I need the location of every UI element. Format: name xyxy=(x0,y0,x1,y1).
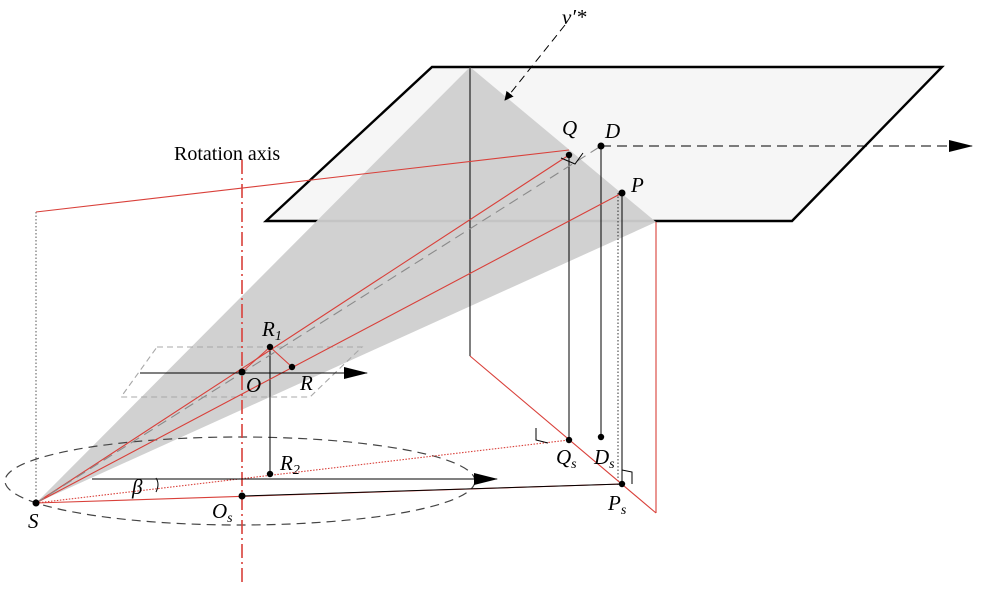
label-p: P xyxy=(630,173,644,197)
edge-o-r1 xyxy=(241,346,271,373)
point-os xyxy=(238,492,246,500)
point-q xyxy=(565,151,573,159)
label-r1: R1 xyxy=(261,317,282,344)
v-star-arrow xyxy=(504,24,566,101)
v-star-label: v′* xyxy=(562,5,587,29)
point-p xyxy=(618,189,626,197)
red-edge-lower xyxy=(469,355,657,514)
point-r1 xyxy=(266,343,274,351)
label-ps: Ps xyxy=(607,491,627,518)
label-o: O xyxy=(246,373,261,397)
os-to-ps xyxy=(241,483,623,497)
beta-angle-arc xyxy=(155,477,159,493)
ray-s-p xyxy=(35,192,623,504)
rotation-axis-label: Rotation axis xyxy=(174,143,280,165)
label-r: R xyxy=(299,371,313,395)
point-s xyxy=(32,499,40,507)
point-qs xyxy=(565,436,573,444)
label-beta: β xyxy=(131,475,143,499)
point-r2 xyxy=(266,470,274,478)
label-ds: Ds xyxy=(593,445,615,472)
right-angle-ps xyxy=(621,469,633,484)
right-angle-q xyxy=(560,152,584,165)
point-d xyxy=(597,142,605,150)
label-d: D xyxy=(604,119,620,143)
label-qs: Qs xyxy=(556,445,577,472)
point-ps xyxy=(618,480,626,488)
ray-s-qs xyxy=(35,439,570,504)
ray-s-q xyxy=(35,154,570,504)
label-os: Os xyxy=(212,499,233,526)
point-o xyxy=(238,368,246,376)
point-r xyxy=(288,363,296,371)
point-ds xyxy=(597,433,605,441)
ray-s-top xyxy=(35,149,570,213)
label-r2: R2 xyxy=(279,451,300,478)
projection-cone xyxy=(36,67,656,503)
right-angle-qs xyxy=(535,428,549,444)
edge-r1-r xyxy=(269,346,293,368)
label-s: S xyxy=(28,509,39,533)
label-q: Q xyxy=(562,116,577,140)
